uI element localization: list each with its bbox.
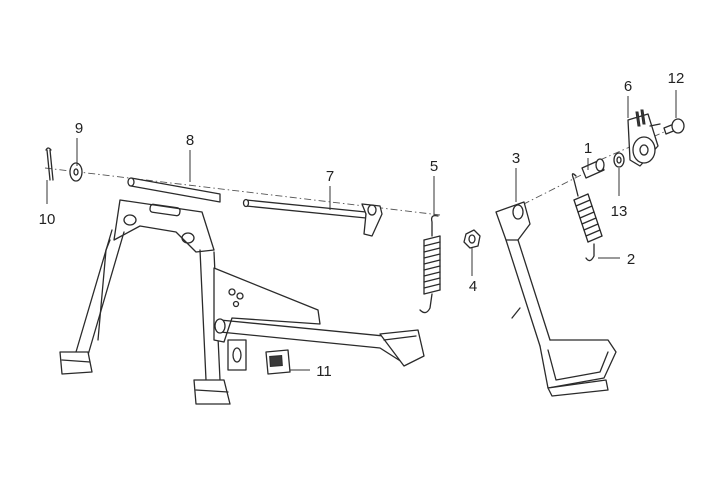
callout-8: 8 — [186, 132, 194, 149]
callout-1: 1 — [584, 140, 592, 157]
callout-labels: 1 2 3 4 5 6 7 8 9 10 11 12 13 — [39, 70, 685, 380]
callout-6: 6 — [624, 78, 632, 95]
rubber-block-part — [265, 349, 291, 375]
callout-5: 5 — [430, 158, 438, 175]
pivot-shaft-part — [242, 198, 383, 237]
leader-lines — [46, 90, 677, 371]
switch-part — [627, 109, 661, 167]
callout-12: 12 — [668, 70, 685, 87]
callout-11: 11 — [316, 363, 332, 380]
screw-part — [663, 118, 685, 135]
main-stand-part — [59, 177, 425, 405]
cotter-pin-part — [45, 147, 54, 181]
spring-5-part — [419, 214, 441, 314]
callout-7: 7 — [326, 168, 334, 185]
nut-part — [463, 229, 481, 249]
callout-4: 4 — [469, 278, 477, 295]
washer-part — [69, 162, 83, 182]
side-stand-part — [495, 201, 617, 397]
washer-13-part — [613, 152, 625, 168]
callout-10: 10 — [39, 211, 56, 228]
spring-2-part — [571, 173, 603, 262]
bolt-part — [581, 158, 605, 179]
callout-3: 3 — [512, 150, 520, 167]
callout-9: 9 — [75, 120, 83, 137]
callout-2: 2 — [627, 251, 635, 268]
callout-13: 13 — [611, 203, 628, 220]
